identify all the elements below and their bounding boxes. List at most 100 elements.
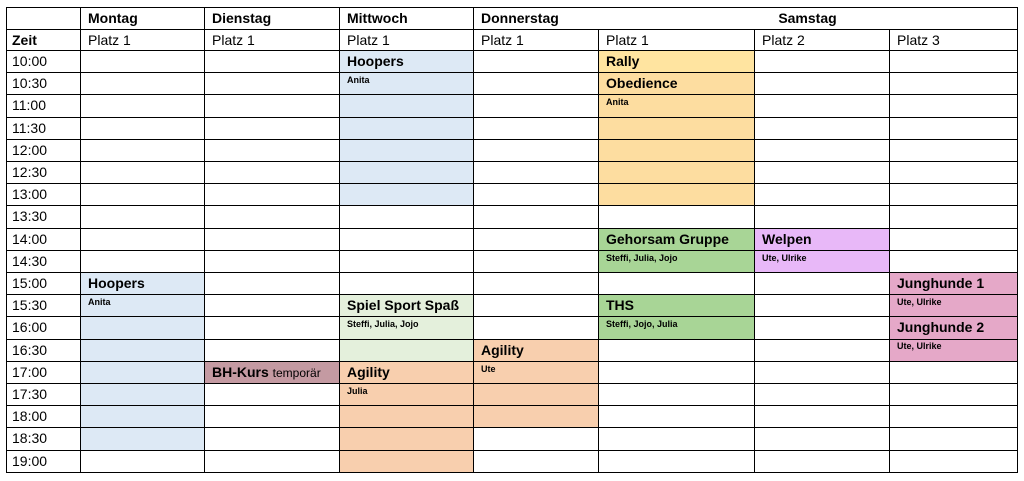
grid-line [6,316,1018,317]
grid-line [598,29,599,473]
time-slot: 17:00 [12,363,48,380]
grid-line [6,7,1018,8]
grid-line [6,72,1018,73]
course-name: Junghunde 2 [897,319,985,336]
grid-line [6,427,1018,428]
grid-line [6,250,1018,251]
time-slot: 10:30 [12,75,48,92]
platz-header: Platz 1 [212,32,255,48]
course-name: BH-Kurs [212,363,269,380]
day-header: Mittwoch [347,10,408,26]
time-slot: 14:00 [12,230,48,247]
grid-line [6,117,1018,118]
course-title: BH-Kurs temporär [204,361,339,382]
course-title: Agility [339,361,473,381]
course-block[interactable]: BH-Kurs temporärUte [204,360,339,383]
course-name: Hoopers [88,275,145,291]
course-title: Gehorsam Gruppe [598,228,754,248]
grid-line [6,139,1018,140]
grid-line [473,7,474,473]
grid-line [6,472,1018,473]
course-trainers: Ute, Ulrike [762,252,807,263]
course-trainers: Ute [481,363,496,374]
course-name: Junghunde 1 [897,275,985,291]
grid-line [339,7,340,473]
time-slot: 17:30 [12,386,48,402]
course-title: Welpen [754,228,889,248]
course-name: Spiel Sport Spaß [347,297,460,314]
course-block[interactable]: Junghunde 2 Ute, Ulrike [889,316,1017,361]
grid-line [754,29,755,473]
grid-line [6,228,1018,229]
grid-line [6,361,1018,362]
course-trainers: Julia [347,385,368,396]
grid-line [6,339,1018,340]
time-slot: 13:00 [12,186,48,203]
grid-line [6,205,1018,206]
time-slot: 16:30 [12,341,48,358]
time-slot: 13:30 [12,208,48,225]
time-slot: 18:00 [12,408,48,425]
grid-line [6,272,1018,273]
time-slot: 12:00 [12,141,48,158]
time-slot: 10:00 [12,53,48,69]
grid-line [889,29,890,473]
course-trainers: Anita [606,97,629,108]
course-title: Obedience [598,72,754,92]
course-title: Agility [473,339,598,359]
course-name: Rally [606,53,640,69]
platz-header: Platz 1 [88,32,131,48]
time-slot: 18:30 [12,430,48,447]
platz-header: Platz 2 [762,32,805,48]
platz-header: Platz 1 [347,32,390,48]
course-trainers: Steffi, Jojo, Julia [606,319,678,330]
platz-header: Platz 1 [481,32,524,48]
grid-line [6,405,1018,406]
time-slot: 15:30 [12,297,48,314]
grid-line [6,294,1018,295]
grid-line [6,450,1018,451]
grid-line [1017,7,1018,473]
grid-line [6,50,1018,51]
day-header: Montag [88,10,138,26]
course-trainers: Ute, Ulrike [897,297,942,307]
course-name: Agility [481,341,524,358]
grid-line [6,383,1018,384]
platz-header: Platz 1 [606,32,649,48]
time-slot: 11:30 [12,119,46,136]
course-name: Welpen [762,230,812,247]
course-trainers: Ute, Ulrike [897,341,942,352]
course-block[interactable]: Rally [598,50,754,73]
grid-line [6,29,1018,30]
course-name: Gehorsam Gruppe [606,230,729,247]
time-slot: 16:00 [12,319,48,336]
time-slot: 15:00 [12,275,48,291]
day-header: Dienstag [212,10,272,26]
course-title: Hoopers [80,272,204,292]
platz-header: Platz 3 [897,32,940,48]
course-title: Junghunde 2 [889,316,1017,336]
time-slot: 14:30 [12,252,48,269]
course-name: THS [606,297,634,314]
course-trainers: Anita [88,297,111,307]
course-title: Spiel Sport Spaß [339,294,473,314]
course-trainers: Anita [347,75,370,85]
course-title: Rally [598,50,754,70]
course-name: Agility [347,363,390,380]
grid-line [80,7,81,473]
time-slot: 19:00 [12,452,48,469]
time-slot: 11:00 [12,97,46,114]
course-title: Hoopers [339,50,473,70]
course-title: THS [598,294,754,314]
zeit-header: Zeit [12,32,37,48]
course-trainers: Steffi, Julia, Jojo [347,319,419,330]
day-header: Samstag [778,10,837,26]
